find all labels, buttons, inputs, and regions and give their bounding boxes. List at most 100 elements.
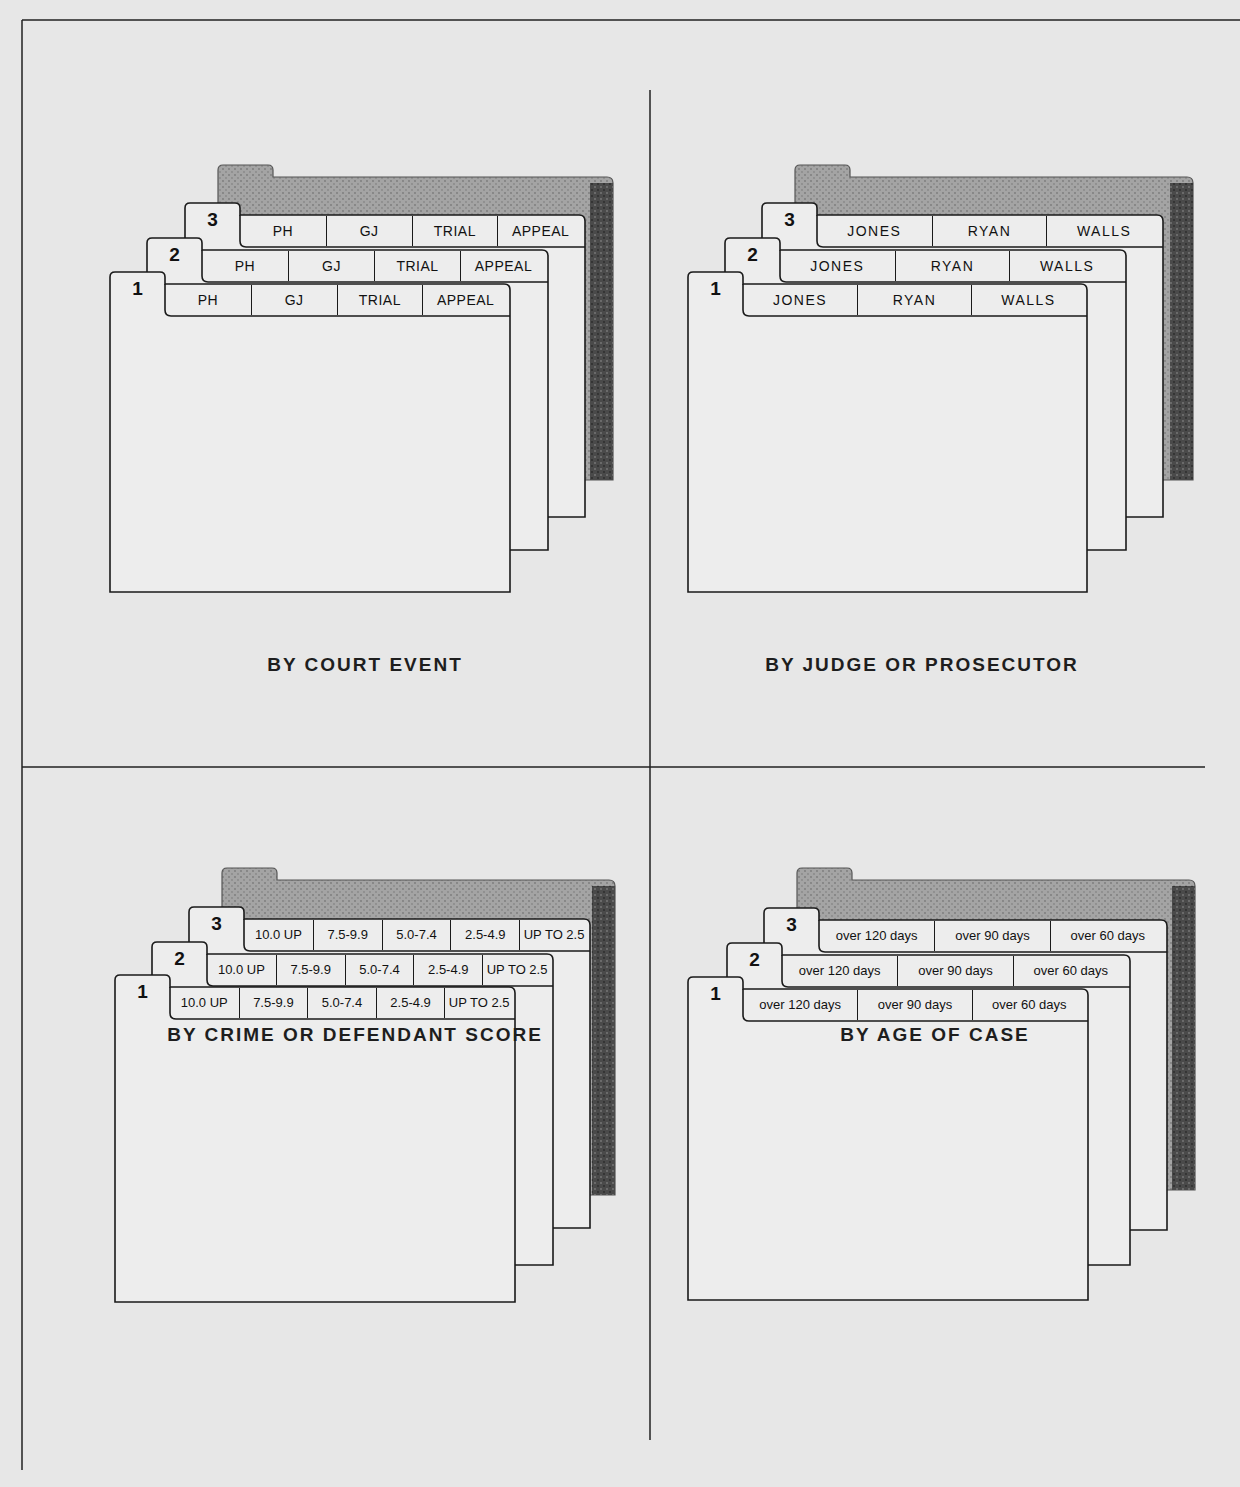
tab-cell: GJ — [251, 285, 337, 315]
tab-cell: JONES — [780, 251, 895, 281]
tab-label: WALLS — [1077, 224, 1131, 239]
tab-label: 5.0-7.4 — [359, 963, 399, 977]
tab-label: over 60 days — [1071, 929, 1145, 943]
tab-label: JONES — [810, 259, 864, 274]
tab-label: 10.0 UP — [218, 963, 265, 977]
tab-cell: 5.0-7.4 — [345, 955, 414, 985]
tab-cell: over 120 days — [743, 990, 857, 1020]
tab-cell: RYAN — [932, 216, 1047, 246]
tab-label: over 120 days — [759, 998, 841, 1012]
tab-label: TRIAL — [396, 259, 438, 274]
tab-label: APPEAL — [475, 259, 532, 274]
tab-cell: JONES — [743, 285, 857, 315]
tab-cell: TRIAL — [337, 285, 423, 315]
tab-label: JONES — [847, 224, 901, 239]
card-outline — [110, 272, 510, 592]
tab-cell: over 90 days — [934, 921, 1049, 951]
tab-cell: 7.5-9.9 — [276, 955, 345, 985]
tab-number: 1 — [115, 977, 170, 1007]
tab-label: 10.0 UP — [255, 928, 302, 942]
tab-label: over 90 days — [955, 929, 1029, 943]
tab-label: GJ — [285, 293, 304, 308]
tab-label: UP TO 2.5 — [449, 996, 510, 1010]
tab-label: 7.5-9.9 — [290, 963, 330, 977]
tab-number: 2 — [727, 945, 782, 975]
tab-cell: 2.5-4.9 — [413, 955, 482, 985]
tab-number: 1 — [110, 274, 165, 304]
tab-cell: over 120 days — [782, 956, 897, 986]
tab-label: 7.5-9.9 — [327, 928, 367, 942]
tab-number: 3 — [185, 205, 240, 235]
tab-label: 7.5-9.9 — [253, 996, 293, 1010]
tab-cell: over 60 days — [972, 990, 1086, 1020]
tab-label: 10.0 UP — [181, 996, 228, 1010]
tab-cell: 10.0 UP — [170, 988, 239, 1018]
tab-cell: UP TO 2.5 — [519, 920, 588, 950]
frame-lines — [22, 20, 1240, 1470]
tab-cell: APPEAL — [460, 251, 546, 281]
tab-label: 5.0-7.4 — [322, 996, 362, 1010]
tab-cell: 7.5-9.9 — [239, 988, 308, 1018]
tab-cell: 5.0-7.4 — [307, 988, 376, 1018]
tab-label: GJ — [360, 224, 379, 239]
tab-cell: 2.5-4.9 — [376, 988, 445, 1018]
tab-cell: WALLS — [971, 285, 1085, 315]
tab-label: over 120 days — [836, 929, 918, 943]
tab-label: 2.5-4.9 — [390, 996, 430, 1010]
tab-cell: UP TO 2.5 — [444, 988, 513, 1018]
panel-caption: BY JUDGE OR PROSECUTOR — [722, 654, 1122, 676]
tab-number: 3 — [762, 205, 817, 235]
tab-label: RYAN — [893, 293, 937, 308]
tab-label: RYAN — [968, 224, 1012, 239]
tab-label: PH — [273, 224, 293, 239]
tab-cell: APPEAL — [422, 285, 508, 315]
tab-cell: 2.5-4.9 — [450, 920, 519, 950]
tab-label: 5.0-7.4 — [396, 928, 436, 942]
tab-label: over 120 days — [799, 964, 881, 978]
tab-cell: 7.5-9.9 — [313, 920, 382, 950]
tab-label: PH — [235, 259, 255, 274]
tab-cell: PH — [165, 285, 251, 315]
tab-label: PH — [198, 293, 218, 308]
tab-cell: 10.0 UP — [244, 920, 313, 950]
tab-cell: WALLS — [1009, 251, 1124, 281]
tab-label: APPEAL — [512, 224, 569, 239]
tab-cell: over 60 days — [1013, 956, 1128, 986]
tab-label: 2.5-4.9 — [428, 963, 468, 977]
tab-label: WALLS — [1040, 259, 1094, 274]
tab-cell: RYAN — [895, 251, 1010, 281]
tab-label: UP TO 2.5 — [524, 928, 585, 942]
tab-number: 3 — [189, 909, 244, 939]
tab-cell: JONES — [817, 216, 932, 246]
tab-number: 1 — [688, 979, 743, 1009]
tab-cell: GJ — [288, 251, 374, 281]
panel-caption: BY COURT EVENT — [165, 654, 565, 676]
card-outline — [688, 272, 1087, 592]
tab-cell: WALLS — [1046, 216, 1161, 246]
tab-cell: UP TO 2.5 — [482, 955, 551, 985]
tab-label: RYAN — [931, 259, 975, 274]
tab-number: 2 — [147, 240, 202, 270]
tab-number: 2 — [152, 944, 207, 974]
tab-label: GJ — [322, 259, 341, 274]
tab-label: JONES — [773, 293, 827, 308]
tab-label: UP TO 2.5 — [487, 963, 548, 977]
tab-label: APPEAL — [437, 293, 494, 308]
tab-label: over 90 days — [918, 964, 992, 978]
index-card: 1JONES RYAN WALLS — [688, 272, 1087, 592]
tab-label: TRIAL — [359, 293, 401, 308]
tab-cell: over 90 days — [857, 990, 971, 1020]
tab-label: WALLS — [1001, 293, 1055, 308]
tab-cell: APPEAL — [497, 216, 583, 246]
tab-cell: TRIAL — [374, 251, 460, 281]
tab-cell: PH — [202, 251, 288, 281]
panel-caption: BY AGE OF CASE — [735, 1024, 1135, 1046]
tab-cell: over 120 days — [819, 921, 934, 951]
tab-cell: over 60 days — [1050, 921, 1165, 951]
tab-label: over 90 days — [878, 998, 952, 1012]
tab-cell: 10.0 UP — [207, 955, 276, 985]
tab-label: TRIAL — [434, 224, 476, 239]
tab-cell: GJ — [326, 216, 412, 246]
tab-number: 1 — [688, 274, 743, 304]
